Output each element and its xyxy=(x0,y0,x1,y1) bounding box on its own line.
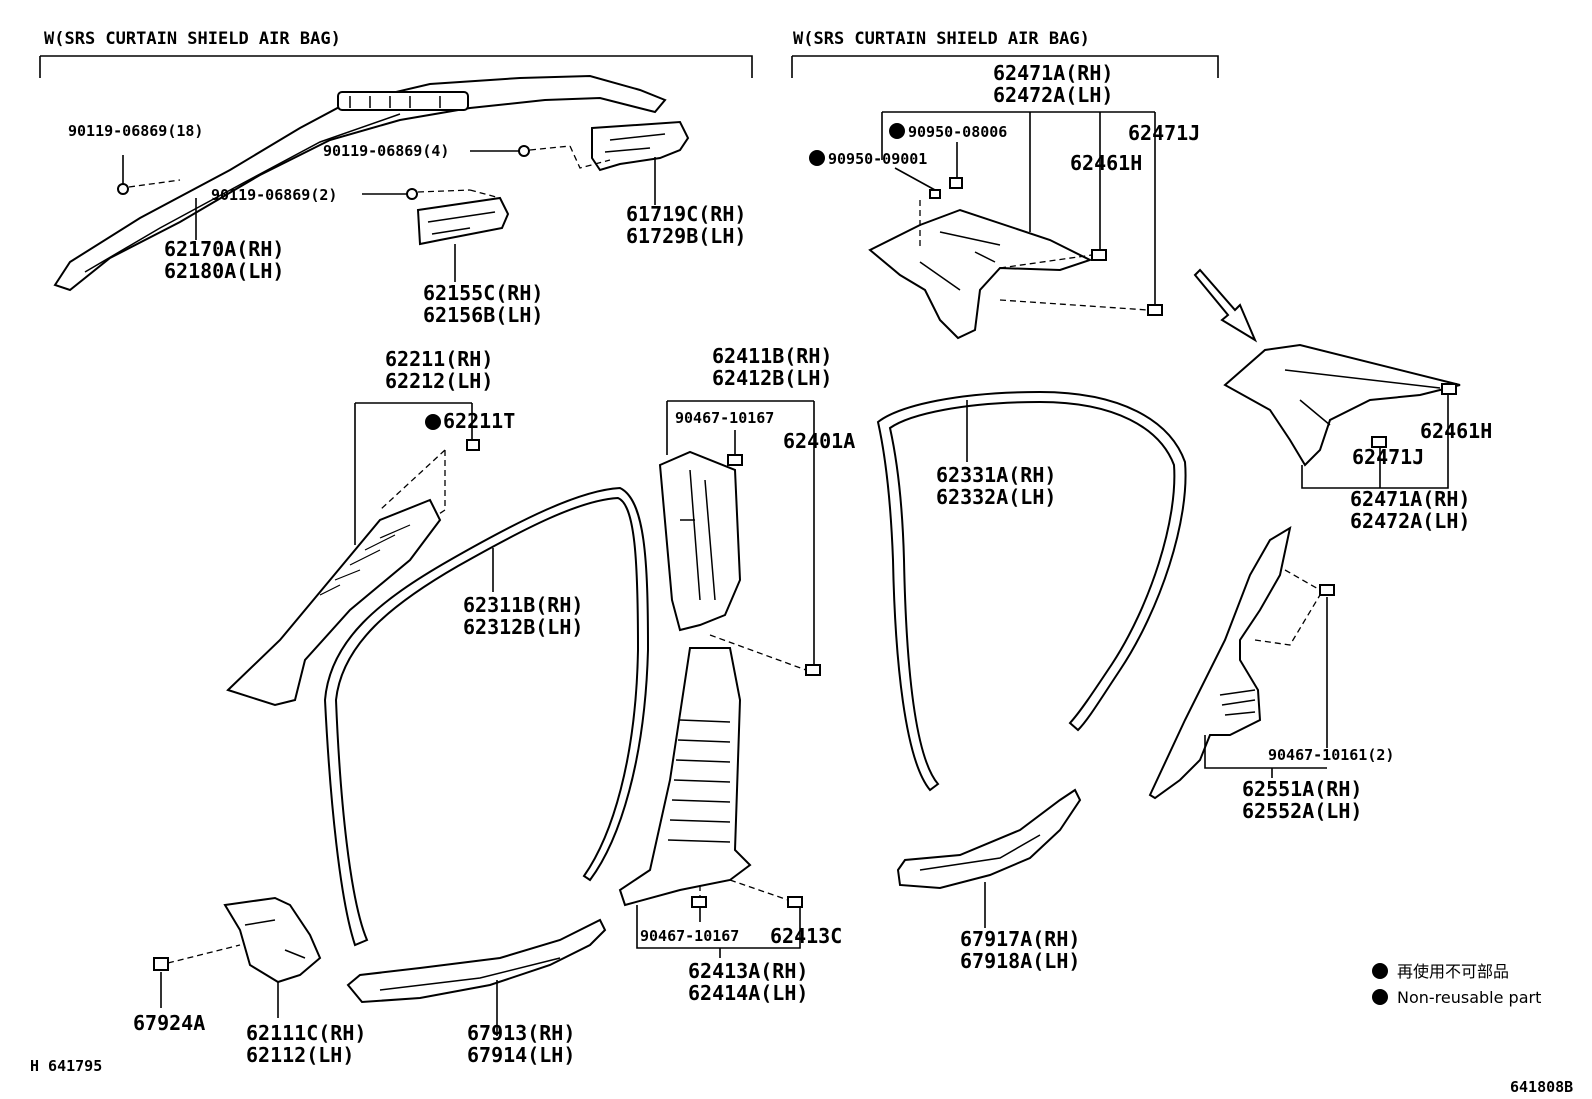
label-62111c: 62111C(RH) xyxy=(246,1021,366,1045)
clip-icon xyxy=(691,896,707,908)
header-right: W(SRS CURTAIN SHIELD AIR BAG) xyxy=(793,29,1090,49)
clip-icon xyxy=(1319,584,1335,596)
label-62471j-top: 62471J xyxy=(1128,121,1200,145)
bracket-61719[interactable] xyxy=(591,120,690,172)
label-62211: 62211(RH) xyxy=(385,347,493,371)
label-62414a: 62414A(LH) xyxy=(688,981,808,1005)
label-62211t: 62211T xyxy=(443,409,515,433)
clip-icon xyxy=(1091,249,1107,261)
header-left-bracket xyxy=(39,55,753,78)
label-62156b: 62156B(LH) xyxy=(423,303,543,327)
non-reusable-marker-icon xyxy=(809,150,825,166)
legend: 再使用不可部品 Non-reusable part xyxy=(1372,962,1541,1007)
label-62155c: 62155C(RH) xyxy=(423,281,543,305)
non-reusable-marker-icon xyxy=(1372,989,1388,1005)
label-62472a-top: 62472A(LH) xyxy=(993,83,1113,107)
footer-right-code: 641808B xyxy=(1510,1078,1573,1096)
label-67917a: 67917A(RH) xyxy=(960,927,1080,951)
label-62472a-right: 62472A(LH) xyxy=(1350,509,1470,533)
b-pillar-lower-garnish[interactable] xyxy=(618,647,752,907)
clip-icon xyxy=(1441,383,1457,395)
door-weatherstrip-rear[interactable] xyxy=(876,390,1187,792)
clip-icon xyxy=(466,439,480,451)
label-62411b: 62411B(RH) xyxy=(712,344,832,368)
view-arrow-icon xyxy=(1193,268,1258,343)
label-62552a: 62552A(LH) xyxy=(1242,799,1362,823)
label-67918a: 67918A(LH) xyxy=(960,949,1080,973)
front-scuff-plate[interactable] xyxy=(346,918,607,1004)
leader xyxy=(354,402,473,545)
clip-icon xyxy=(929,189,941,199)
label-90467-10161: 90467-10161(2) xyxy=(1268,746,1394,764)
curtain-airbag[interactable] xyxy=(53,74,667,292)
label-90119-06869-18: 90119-06869(18) xyxy=(68,122,203,140)
clip-icon xyxy=(1147,304,1163,316)
label-62551a: 62551A(RH) xyxy=(1242,777,1362,801)
label-62461h-right: 62461H xyxy=(1420,419,1492,443)
label-62461h-top: 62461H xyxy=(1070,151,1142,175)
leader xyxy=(666,400,815,665)
quarter-trim-top[interactable] xyxy=(868,208,1093,340)
clip-icon xyxy=(805,664,821,676)
clip-icon xyxy=(1371,436,1387,448)
leader xyxy=(881,111,1156,305)
bolt-icon xyxy=(117,183,129,195)
leader xyxy=(1204,735,1327,778)
clip-icon xyxy=(787,896,803,908)
leader xyxy=(1301,394,1449,489)
bolt-icon xyxy=(518,145,530,157)
label-90950-08006: 90950-08006 xyxy=(908,123,1007,141)
cowl-side-trim[interactable] xyxy=(223,896,322,984)
legend-en: Non-reusable part xyxy=(1397,988,1541,1007)
non-reusable-marker-icon xyxy=(889,123,905,139)
label-67914: 67914(LH) xyxy=(467,1043,575,1067)
label-90467-10167-bottom: 90467-10167 xyxy=(640,927,739,945)
label-62401a: 62401A xyxy=(783,429,855,453)
label-62112: 62112(LH) xyxy=(246,1043,354,1067)
legend-jp: 再使用不可部品 xyxy=(1397,962,1509,981)
door-weatherstrip-front[interactable] xyxy=(323,486,650,947)
label-62413a: 62413A(RH) xyxy=(688,959,808,983)
bolt-icon xyxy=(406,188,418,200)
leader xyxy=(636,905,801,949)
rear-scuff-plate[interactable] xyxy=(896,788,1082,890)
label-90119-06869-4: 90119-06869(4) xyxy=(323,142,449,160)
non-reusable-marker-icon xyxy=(1372,963,1388,979)
label-62412b: 62412B(LH) xyxy=(712,366,832,390)
label-67913: 67913(RH) xyxy=(467,1021,575,1045)
leader xyxy=(894,167,936,191)
label-90467-10167-top: 90467-10167 xyxy=(675,409,774,427)
label-62331a: 62331A(RH) xyxy=(936,463,1056,487)
quarter-trim-view[interactable] xyxy=(1223,343,1461,467)
label-62212: 62212(LH) xyxy=(385,369,493,393)
label-61719c: 61719C(RH) xyxy=(626,202,746,226)
bracket-62155[interactable] xyxy=(416,196,510,246)
label-62471a-top: 62471A(RH) xyxy=(993,61,1113,85)
header-left: W(SRS CURTAIN SHIELD AIR BAG) xyxy=(44,29,341,49)
non-reusable-marker-icon xyxy=(425,414,441,430)
a-pillar-garnish[interactable] xyxy=(226,498,442,707)
label-62180a: 62180A(LH) xyxy=(164,259,284,283)
label-62312b: 62312B(LH) xyxy=(463,615,583,639)
clip-icon xyxy=(949,177,963,189)
label-62311b: 62311B(RH) xyxy=(463,593,583,617)
footer-left-code: H 641795 xyxy=(30,1057,102,1075)
label-62170a: 62170A(RH) xyxy=(164,237,284,261)
header-right-bracket xyxy=(791,55,1219,78)
label-61729b: 61729B(LH) xyxy=(626,224,746,248)
label-62413c: 62413C xyxy=(770,924,842,948)
label-62332a: 62332A(LH) xyxy=(936,485,1056,509)
b-pillar-upper-garnish[interactable] xyxy=(658,450,742,632)
label-67924a: 67924A xyxy=(133,1011,205,1035)
label-90119-06869-2: 90119-06869(2) xyxy=(211,186,337,204)
label-62471j-right: 62471J xyxy=(1352,445,1424,469)
rear-pillar-lower-garnish[interactable] xyxy=(1148,525,1292,800)
clip-icon xyxy=(153,957,169,971)
label-90950-09001: 90950-09001 xyxy=(828,150,927,168)
label-62471a-right: 62471A(RH) xyxy=(1350,487,1470,511)
clip-icon xyxy=(727,454,743,466)
